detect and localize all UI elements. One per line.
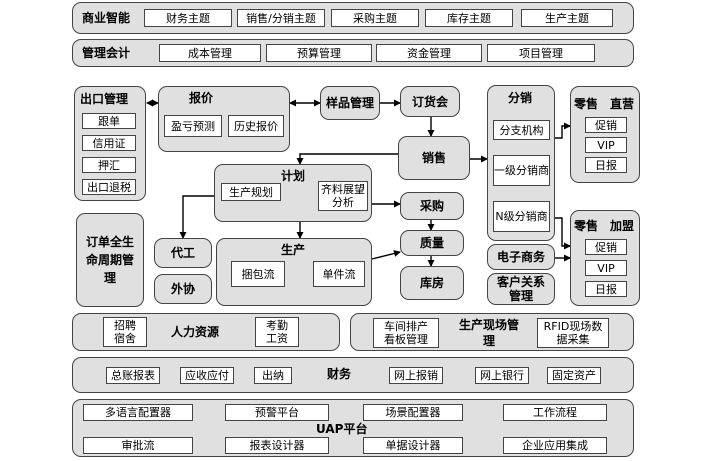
export-item-tracking[interactable]: 跟单: [82, 113, 136, 129]
distribution-item-level1[interactable]: 一级分销商: [493, 155, 550, 186]
uap-item-workflow[interactable]: 工作流程: [503, 404, 607, 421]
arrow-production-quality: [371, 250, 401, 260]
quote-title: 报价: [189, 91, 214, 105]
finance-item-expense[interactable]: 网上报销: [389, 367, 443, 384]
retail-franchise-daily[interactable]: 日报: [585, 281, 627, 297]
production-title: 生产: [281, 243, 306, 257]
retail-direct-daily[interactable]: 日报: [585, 157, 627, 173]
finance-item-ebank[interactable]: 网上银行: [475, 367, 529, 384]
quote-item-forecast[interactable]: 盈亏预测: [164, 115, 222, 137]
sales-box[interactable]: 销售: [398, 136, 470, 180]
hr-title: 人力资源: [171, 325, 220, 339]
order-meeting-box[interactable]: 订货会: [400, 86, 460, 117]
retail-franchise-vip[interactable]: VIP: [585, 260, 627, 276]
order-lifecycle-box[interactable]: 订单全生命周期管理: [76, 213, 144, 307]
uap-item-scene[interactable]: 场景配置器: [363, 404, 463, 421]
retail-franchise-promo[interactable]: 促销: [585, 239, 627, 255]
warehouse-box[interactable]: 库房: [400, 266, 464, 300]
mgmt-item-fund[interactable]: 资金管理: [376, 44, 482, 62]
uap-item-alert[interactable]: 预警平台: [225, 404, 329, 421]
hr-panel: 招聘宿舍 人力资源 考勤工资: [72, 313, 340, 351]
production-item-bundle-flow[interactable]: 捆包流: [231, 261, 285, 287]
purchase-box[interactable]: 采购: [400, 192, 464, 220]
mgmt-item-budget[interactable]: 预算管理: [266, 44, 372, 62]
mgmt-accounting-title: 管理会计: [82, 46, 131, 60]
retail-direct-title: 零售 直营: [574, 97, 635, 111]
plan-panel: 计划 生产规划 齐料展望分析: [214, 164, 372, 222]
finance-item-ledger[interactable]: 总账报表: [106, 367, 160, 384]
finance-panel: 总账报表 应收应付 出纳 财务 网上报销 网上银行 固定资产: [72, 357, 634, 393]
uap-panel: 多语言配置器 预警平台 场景配置器 工作流程 UAP平台 审批流 报表设计器 单…: [72, 399, 634, 457]
bi-title: 商业智能: [82, 11, 131, 25]
uap-item-multilang[interactable]: 多语言配置器: [83, 404, 193, 421]
export-item-rebate[interactable]: 出口退税: [82, 179, 136, 195]
distribution-title: 分销: [508, 91, 533, 105]
mgmt-item-project[interactable]: 项目管理: [487, 44, 595, 62]
distribution-panel: 分销 分支机构 一级分销商 N级分销商: [487, 85, 555, 241]
mgmt-accounting-panel: 管理会计 成本管理 预算管理 资金管理 项目管理: [72, 39, 634, 67]
finance-item-ar-ap[interactable]: 应收应付: [180, 367, 234, 384]
uap-item-report[interactable]: 报表设计器: [225, 437, 329, 454]
finance-item-cashier[interactable]: 出纳: [254, 367, 292, 384]
bi-item-sales[interactable]: 销售/分销主题: [237, 9, 325, 27]
sample-mgmt-box[interactable]: 样品管理: [320, 86, 380, 120]
mgmt-item-cost[interactable]: 成本管理: [159, 44, 261, 62]
quote-item-history[interactable]: 历史报价: [228, 115, 284, 137]
ecommerce-box[interactable]: 电子商务: [487, 244, 555, 270]
plan-title: 计划: [281, 169, 306, 183]
retail-franchise-title: 零售 加盟: [574, 219, 635, 233]
hr-item-recruit[interactable]: 招聘宿舍: [103, 317, 147, 347]
production-panel: 生产 捆包流 单件流: [216, 238, 372, 306]
bi-panel: 商业智能 财务主题 销售/分销主题 采购主题 库存主题 生产主题: [72, 2, 634, 34]
shopfloor-item-rfid[interactable]: RFID现场数据采集: [537, 318, 609, 348]
retail-direct-panel: 零售 直营 促销 VIP 日报: [570, 86, 640, 183]
arrow-dist-retail-franchise: [555, 217, 571, 250]
arrow-dist-retail-direct: [555, 122, 571, 139]
plan-item-material-analysis[interactable]: 齐料展望分析: [318, 181, 368, 211]
export-item-bill[interactable]: 押汇: [82, 157, 136, 173]
bi-item-purchase[interactable]: 采购主题: [331, 9, 419, 27]
shopfloor-item-kanban[interactable]: 车间排产看板管理: [373, 318, 439, 348]
outsource-box[interactable]: 外协: [154, 274, 212, 304]
shopfloor-title: 生产现场管理: [458, 318, 519, 348]
finance-item-assets[interactable]: 固定资产: [547, 367, 601, 384]
hr-item-attendance[interactable]: 考勤工资: [255, 317, 299, 347]
uap-item-document[interactable]: 单据设计器: [363, 437, 463, 454]
plan-item-production-planning[interactable]: 生产规划: [221, 183, 281, 201]
bi-item-inventory[interactable]: 库存主题: [425, 9, 513, 27]
production-item-single-flow[interactable]: 单件流: [313, 261, 365, 287]
uap-item-approval[interactable]: 审批流: [83, 437, 193, 454]
oem-box[interactable]: 代工: [154, 238, 212, 268]
arrow-plan-oem: [179, 195, 214, 239]
uap-title: UAP平台: [316, 422, 368, 436]
quote-panel: 报价 盈亏预测 历史报价: [158, 86, 290, 152]
export-item-lc[interactable]: 信用证: [82, 135, 136, 151]
export-title: 出口管理: [80, 92, 129, 106]
shopfloor-panel: 车间排产看板管理 生产现场管理 RFID现场数据采集: [350, 313, 634, 351]
bi-item-production[interactable]: 生产主题: [521, 9, 613, 27]
finance-title: 财务: [327, 367, 352, 381]
distribution-item-branch[interactable]: 分支机构: [493, 120, 550, 140]
uap-item-eai[interactable]: 企业应用集成: [503, 437, 607, 454]
bi-item-finance[interactable]: 财务主题: [144, 9, 232, 27]
retail-direct-promo[interactable]: 促销: [585, 117, 627, 133]
retail-direct-vip[interactable]: VIP: [585, 137, 627, 153]
quality-box[interactable]: 质量: [400, 230, 464, 256]
crm-box[interactable]: 客户关系管理: [487, 273, 555, 305]
export-panel: 出口管理 跟单 信用证 押汇 出口退税: [74, 86, 146, 201]
retail-franchise-panel: 零售 加盟 促销 VIP 日报: [570, 210, 640, 306]
distribution-item-leveln[interactable]: N级分销商: [493, 201, 550, 232]
